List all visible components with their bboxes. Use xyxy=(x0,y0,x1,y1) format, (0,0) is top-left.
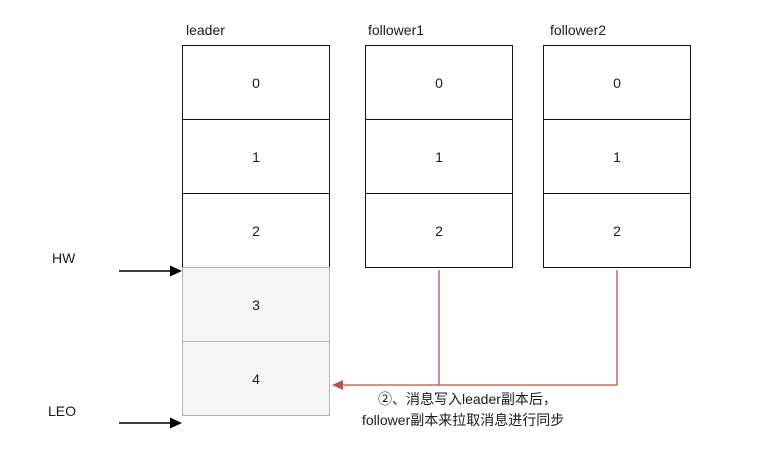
column-label-leader: leader xyxy=(186,22,225,38)
follower1-log-cell-0: 0 xyxy=(365,45,513,120)
hw-arrowhead-icon xyxy=(170,265,182,277)
follower2-log-cell-0: 0 xyxy=(543,45,691,120)
follower2-log-cell-1: 1 xyxy=(543,119,691,194)
leader-log: 0 1 2 3 4 xyxy=(182,45,330,416)
follower1-log-cell-2: 2 xyxy=(365,193,513,268)
leader-log-cell-1: 1 xyxy=(182,119,330,194)
sync-annotation: ②、消息写入leader副本后， follower副本来拉取消息进行同步 xyxy=(362,389,564,431)
sync-line-follower2 xyxy=(439,270,618,386)
leader-log-cell-2: 2 xyxy=(182,193,330,268)
leader-log-cell-3: 3 xyxy=(182,267,330,342)
leo-label: LEO xyxy=(48,403,77,419)
column-label-follower1: follower1 xyxy=(368,22,425,38)
leo-arrowhead-icon xyxy=(170,417,182,429)
follower1-log-cell-1: 1 xyxy=(365,119,513,194)
leader-log-cell-4: 4 xyxy=(182,341,330,416)
follower1-log: 0 1 2 xyxy=(365,45,513,268)
sync-arrowhead-icon xyxy=(332,380,343,390)
sync-line-follower1 xyxy=(341,270,440,386)
annotation-line-1: ②、消息写入leader副本后， xyxy=(378,391,557,407)
annotation-line-2: follower副本来拉取消息进行同步 xyxy=(362,412,565,428)
follower2-log-cell-2: 2 xyxy=(543,193,691,268)
hw-label: HW xyxy=(52,250,76,266)
column-label-follower2: follower2 xyxy=(550,22,607,38)
follower2-log: 0 1 2 xyxy=(543,45,691,268)
leader-log-cell-0: 0 xyxy=(182,45,330,120)
